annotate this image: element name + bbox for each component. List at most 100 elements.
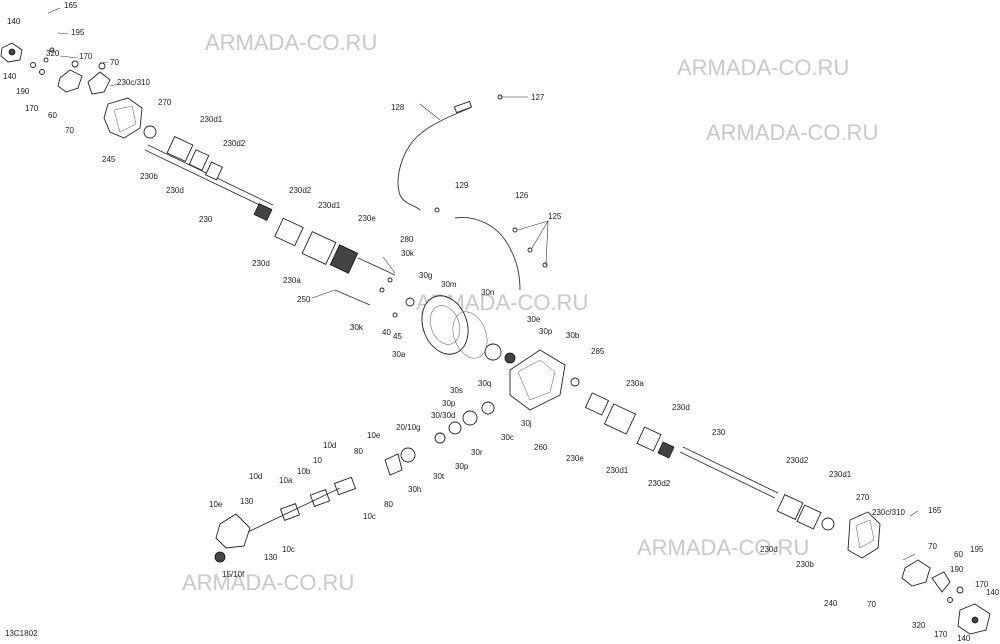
part-label: 30a [392, 350, 406, 359]
part-label: 140 [986, 588, 1000, 597]
part-label: 230a [626, 379, 644, 388]
part-label: 125 [548, 212, 562, 221]
part-label: 320 [912, 621, 926, 630]
part-label: 10e [367, 431, 381, 440]
part-label: 60 [48, 111, 57, 120]
part-label: 170 [25, 104, 39, 113]
part-label: 80 [354, 447, 363, 456]
watermark: ARMADA-CO.RU [706, 120, 878, 145]
part-label: 30m [441, 280, 457, 289]
part-label: 10c [282, 545, 295, 554]
part-label: 128 [391, 103, 405, 112]
part-label: 230e [566, 454, 584, 463]
part-label: 230d2 [648, 479, 671, 488]
part-label: 270 [158, 98, 172, 107]
part-label: 30p [442, 399, 456, 408]
part-label: 70 [110, 58, 119, 67]
part-label: 230a [283, 276, 301, 285]
part-label: 30g [419, 271, 432, 280]
part-label: 30j [521, 419, 532, 428]
part-label: 30t [433, 472, 445, 481]
part-label: 70 [928, 542, 937, 551]
part-label: 230d [760, 545, 778, 554]
part-label: 45 [393, 332, 402, 341]
right-shaft-assembly [584, 392, 991, 635]
part-label: 230e [358, 214, 376, 223]
part-label: 170 [934, 630, 948, 639]
part-label: 230d1 [829, 470, 852, 479]
part-label: 15/10f [222, 570, 245, 579]
part-label: 165 [64, 1, 78, 10]
watermark: ARMADA-CO.RU [677, 55, 849, 80]
part-label: 30p [455, 462, 469, 471]
part-label: 270 [856, 493, 870, 502]
part-label: 126 [515, 191, 529, 200]
part-label: 30s [450, 386, 463, 395]
part-label: 230d [166, 186, 184, 195]
lower-left-assembly [214, 401, 495, 563]
part-label: 260 [534, 443, 548, 452]
part-label: 70 [867, 600, 876, 609]
part-label: 230b [140, 172, 158, 181]
part-label: 30n [481, 288, 494, 297]
part-label: 230d1 [318, 201, 341, 210]
part-label: 30b [566, 331, 580, 340]
part-label: 30c [501, 433, 514, 442]
upper-shaft-assembly [0, 42, 396, 306]
part-label: 30e [527, 315, 541, 324]
part-label: 10d [323, 441, 336, 450]
part-label: 240 [824, 599, 838, 608]
diagram-code: 13C1802 [5, 629, 38, 638]
differential-housing [379, 277, 580, 411]
part-label: 165 [928, 506, 942, 515]
part-label: 129 [455, 181, 469, 190]
watermark: ARMADA-CO.RU [205, 30, 377, 55]
part-label: 30h [408, 485, 421, 494]
part-labels: 165 140 195 320 170 70 140 230c/310 190 … [3, 1, 1000, 643]
part-label: 195 [970, 545, 984, 554]
part-label: 230d1 [606, 466, 629, 475]
part-label: 230d [672, 403, 690, 412]
part-label: 285 [591, 347, 605, 356]
part-label: 10e [209, 500, 223, 509]
part-label: 127 [531, 93, 545, 102]
part-label: 170 [79, 52, 93, 61]
part-label: 250 [297, 295, 311, 304]
part-label: 10d [249, 472, 262, 481]
part-label: 10a [279, 476, 293, 485]
part-label: 170 [975, 580, 989, 589]
part-label: 230d [252, 259, 270, 268]
part-label: 230c/310 [117, 78, 150, 87]
part-label: 30/30d [431, 411, 455, 420]
part-label: 140 [7, 17, 21, 26]
part-label: 230c/310 [872, 508, 905, 517]
part-label: 230 [199, 215, 213, 224]
part-label: 230b [796, 560, 814, 569]
cables [397, 94, 548, 291]
part-label: 230d2 [289, 186, 312, 195]
part-label: 130 [264, 553, 278, 562]
part-label: 280 [400, 235, 414, 244]
watermark: ARMADA-CO.RU [637, 535, 809, 560]
part-label: 230 [712, 428, 726, 437]
part-label: 30q [478, 379, 491, 388]
watermark: ARMADA-CO.RU [182, 570, 354, 595]
part-label: 320 [46, 49, 60, 58]
part-label: 30r [471, 448, 483, 457]
part-label: 10 [313, 456, 322, 465]
part-label: 140 [957, 634, 971, 643]
part-label: 20/10g [396, 423, 420, 432]
part-label: 230d2 [786, 456, 809, 465]
part-label: 245 [102, 155, 116, 164]
part-label: 30k [350, 323, 364, 332]
part-label: 70 [65, 126, 74, 135]
watermark-layer: ARMADA-CO.RU ARMADA-CO.RU ARMADA-CO.RU A… [182, 30, 878, 595]
part-label: 190 [950, 565, 964, 574]
part-label: 40 [382, 328, 391, 337]
part-label: 190 [16, 87, 30, 96]
leader-lines [47, 7, 919, 561]
part-label: 195 [71, 28, 85, 37]
part-label: 60 [954, 550, 963, 559]
part-label: 30p [539, 327, 553, 336]
